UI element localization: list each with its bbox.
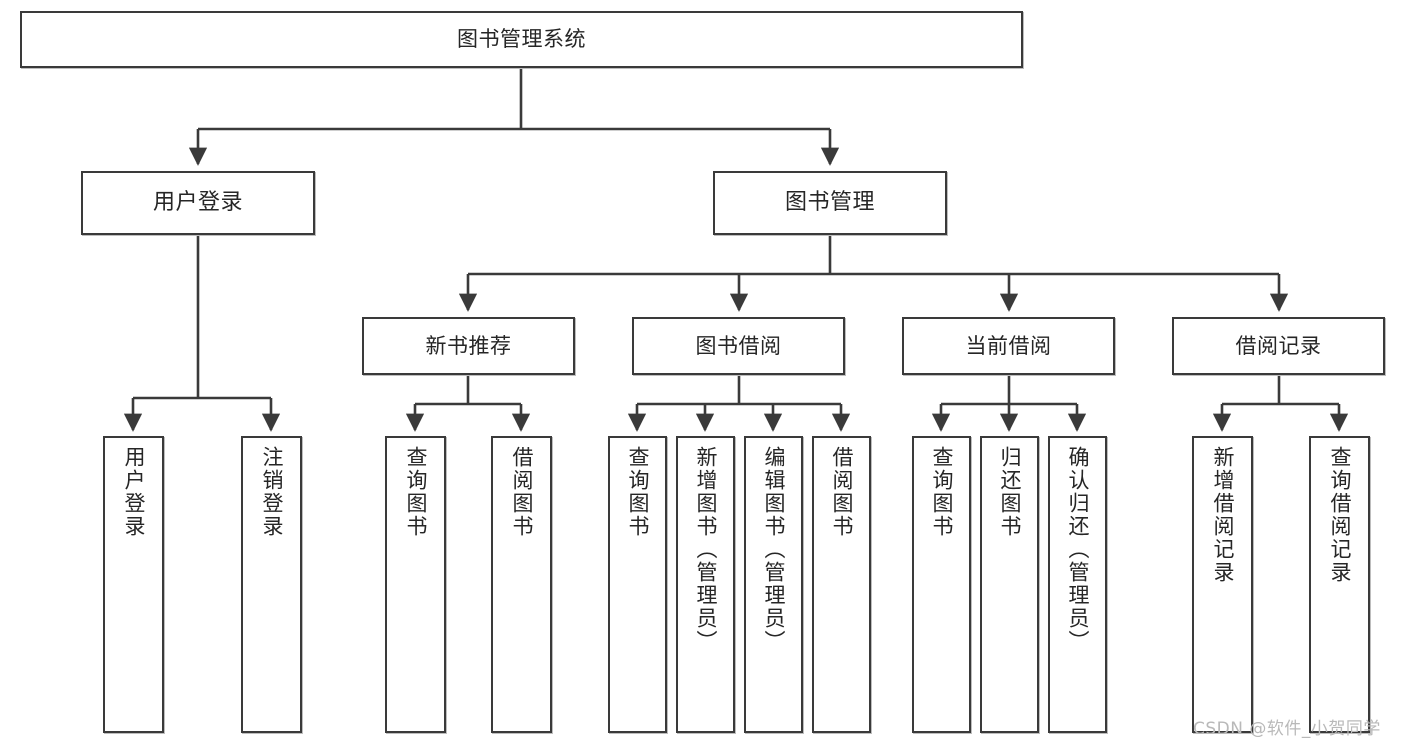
leaf-return-books-label: 归还图书 [998, 446, 1022, 538]
node-user-login-label: 用户登录 [152, 190, 243, 216]
leaf-borrow-books-recommend-label: 借阅图书 [510, 446, 534, 538]
leaf-add-borrow-record[interactable]: 新增借阅记录 [1192, 436, 1253, 733]
node-root[interactable]: 图书管理系统 [20, 11, 1023, 68]
leaf-query-books-borrow[interactable]: 查询图书 [608, 436, 667, 733]
node-current-borrow[interactable]: 当前借阅 [902, 317, 1115, 375]
leaf-borrow-books-borrow[interactable]: 借阅图书 [812, 436, 871, 733]
node-book-borrow-label: 图书借阅 [695, 333, 782, 358]
leaf-query-books-current[interactable]: 查询图书 [912, 436, 971, 733]
node-new-book-recommend[interactable]: 新书推荐 [362, 317, 575, 375]
node-user-login[interactable]: 用户登录 [81, 171, 315, 235]
leaf-edit-book-admin[interactable]: 编辑图书（管理员） [744, 436, 803, 733]
node-current-borrow-label: 当前借阅 [965, 333, 1052, 358]
leaf-query-books-current-label: 查询图书 [930, 446, 954, 538]
leaf-logout[interactable]: 注销登录 [241, 436, 302, 733]
leaf-add-book-admin-label: 新增图书（管理员） [694, 446, 718, 653]
node-root-label: 图书管理系统 [457, 27, 586, 52]
leaf-return-books[interactable]: 归还图书 [980, 436, 1039, 733]
leaf-borrow-books-recommend[interactable]: 借阅图书 [491, 436, 552, 733]
leaf-query-borrow-record[interactable]: 查询借阅记录 [1309, 436, 1370, 733]
leaf-edit-book-admin-label: 编辑图书（管理员） [762, 446, 786, 653]
node-borrow-record-label: 借阅记录 [1235, 333, 1322, 358]
leaf-confirm-return-admin-label: 确认归还（管理员） [1066, 446, 1090, 653]
leaf-user-login-label: 用户登录 [122, 446, 146, 538]
leaf-query-books-recommend-label: 查询图书 [404, 446, 428, 538]
leaf-add-book-admin[interactable]: 新增图书（管理员） [676, 436, 735, 733]
leaf-query-books-recommend[interactable]: 查询图书 [385, 436, 446, 733]
leaf-user-login[interactable]: 用户登录 [103, 436, 164, 733]
leaf-add-borrow-record-label: 新增借阅记录 [1211, 446, 1235, 584]
leaf-borrow-books-borrow-label: 借阅图书 [830, 446, 854, 538]
node-borrow-record[interactable]: 借阅记录 [1172, 317, 1385, 375]
leaf-query-borrow-record-label: 查询借阅记录 [1328, 446, 1352, 584]
leaf-confirm-return-admin[interactable]: 确认归还（管理员） [1048, 436, 1107, 733]
node-new-book-recommend-label: 新书推荐 [425, 333, 512, 358]
node-book-borrow[interactable]: 图书借阅 [632, 317, 845, 375]
csdn-watermark: CSDN @软件_小贺同学 [1193, 719, 1381, 739]
node-book-management-label: 图书管理 [784, 190, 875, 216]
node-book-management[interactable]: 图书管理 [713, 171, 947, 235]
leaf-query-books-borrow-label: 查询图书 [626, 446, 650, 538]
leaf-logout-label: 注销登录 [260, 446, 284, 538]
